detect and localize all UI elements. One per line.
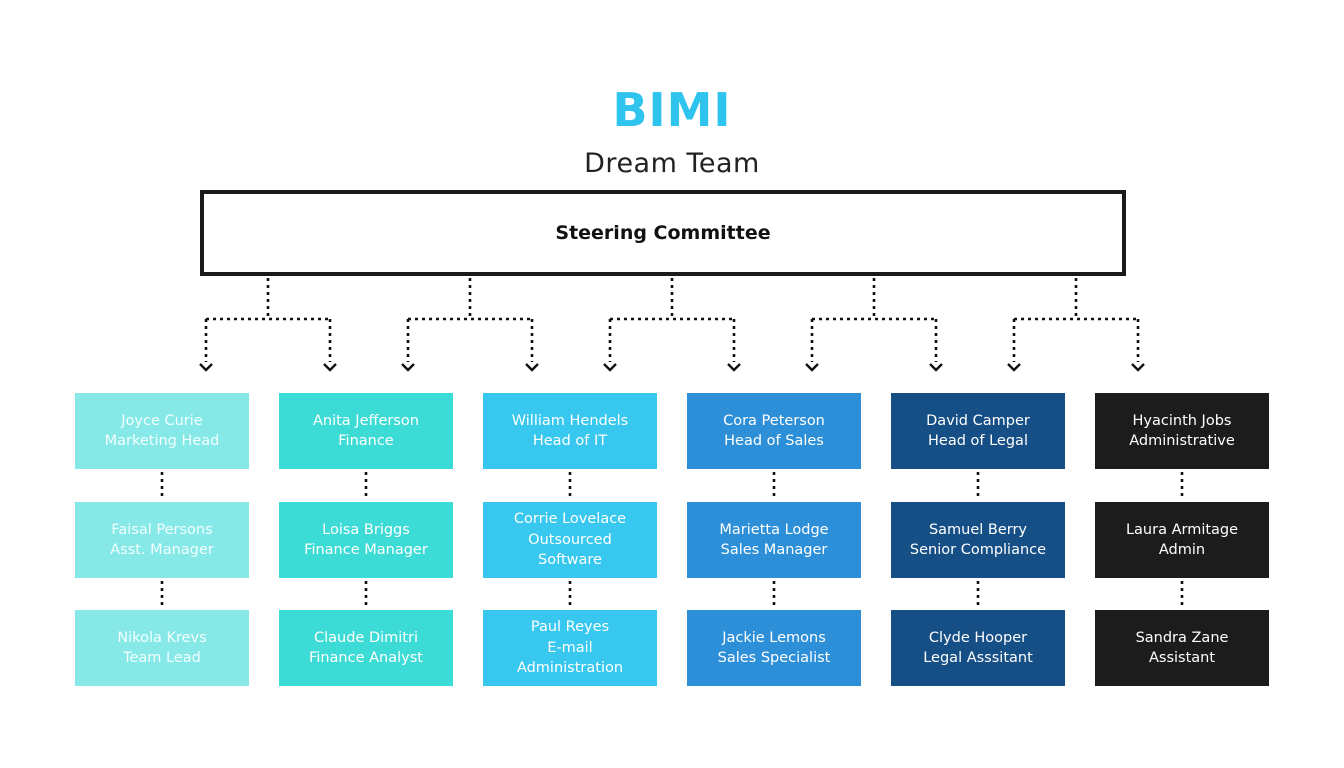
arrow-head-icon	[929, 363, 943, 372]
card-name: Paul Reyes	[530, 619, 610, 636]
card-role: Marketing Head	[104, 433, 220, 449]
card-name: Samuel Berry	[928, 521, 1028, 538]
card-name: William Hendels	[511, 412, 629, 429]
card-name: Laura Armitage	[1125, 521, 1239, 538]
card-role: E-mail	[547, 639, 593, 656]
card-role: Finance Manager	[304, 542, 428, 558]
card-role: Head of IT	[532, 433, 608, 449]
card-role: Assistant	[1148, 650, 1216, 666]
card-name: David Camper	[926, 412, 1030, 429]
steering-committee-box: Steering Committee	[200, 190, 1126, 276]
card-role: Asst. Manager	[110, 542, 214, 558]
arrow-head-icon	[603, 363, 617, 372]
arrow-head-icon	[805, 363, 819, 372]
arrow-head-icon	[727, 363, 741, 372]
card-name: Claude Dimitri	[314, 629, 418, 646]
card-name: Anita Jefferson	[312, 412, 419, 429]
card-role: Admin	[1158, 542, 1206, 558]
card-role: Sales Specialist	[717, 650, 831, 666]
arrow-head-icon	[401, 363, 415, 372]
card-name: Clyde Hooper	[928, 629, 1028, 646]
card-name: Jackie Lemons	[722, 629, 826, 646]
card-name: Cora Peterson	[723, 412, 825, 429]
card-name: Faisal Persons	[111, 521, 213, 538]
arrow-head-icon	[525, 363, 539, 372]
card-name: Marietta Lodge	[719, 521, 829, 538]
arrow-head-icon	[323, 363, 337, 372]
card-name: Sandra Zane	[1135, 629, 1229, 646]
card-role: Sales Manager	[720, 542, 828, 558]
card-role: Team Lead	[123, 650, 201, 666]
card-role: Software	[538, 552, 602, 569]
card-role: Outsourced	[528, 531, 612, 548]
arrow-head-icon	[199, 363, 213, 372]
arrow-head-icon	[1131, 363, 1145, 372]
card-role: Administrative	[1129, 433, 1235, 449]
card-role: Legal Asssitant	[923, 650, 1033, 666]
card-role: Administration	[516, 660, 624, 677]
card-role: Finance	[338, 433, 394, 449]
card-role: Head of Sales	[724, 433, 824, 449]
card-name: Hyacinth Jobs	[1132, 412, 1232, 429]
arrow-head-icon	[1007, 363, 1021, 372]
card-role: Senior Compliance	[909, 542, 1047, 558]
steering-committee-label: Steering Committee	[555, 222, 771, 244]
chart-title: BIMI	[612, 83, 732, 137]
card-role: Head of Legal	[928, 433, 1028, 449]
card-name: Loisa Briggs	[322, 521, 410, 538]
card-name: Joyce Curie	[121, 412, 203, 429]
card-name: Corrie Lovelace	[513, 511, 627, 528]
card-role: Finance Analyst	[309, 650, 423, 666]
chart-subtitle: Dream Team	[584, 148, 760, 179]
card-name: Nikola Krevs	[117, 629, 207, 646]
